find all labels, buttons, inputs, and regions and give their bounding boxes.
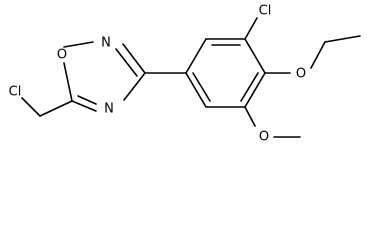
- bond-c3-n4: [123, 72, 146, 101]
- structure-canvas: Cl O N N Cl O O: [9, 4, 361, 145]
- bond-n2-c3-double-a: [122, 43, 146, 74]
- bond-ar6-ar1-inner: [192, 72, 211, 102]
- atom-n-oxadiazole-top: N: [101, 36, 111, 51]
- bond-o-ch2-ethoxy: [310, 41, 326, 69]
- bond-ar1-ar2: [185, 38, 207, 74]
- bond-c5-o1: [63, 62, 73, 102]
- bond-ch2-ch3-ethoxy: [324, 35, 361, 43]
- bond-n4-c5-double-a: [71, 100, 97, 112]
- bond-ar4-ar5-inner: [240, 72, 259, 102]
- bond-cl-ch2: [21, 97, 41, 117]
- bond-n4-c5-double-b: [77, 95, 97, 105]
- atom-o-oxadiazole: O: [57, 48, 67, 63]
- bond-ar3-cl: [244, 17, 258, 40]
- chemical-structure: Cl O N N Cl O O: [9, 4, 361, 145]
- bond-ar6-ar1-double: [185, 72, 207, 108]
- atom-o-ethoxy: O: [296, 67, 306, 82]
- atom-cl-aryl: Cl: [259, 4, 272, 19]
- bond-o1-n2: [63, 41, 94, 48]
- bond-ch2-c5: [39, 100, 73, 117]
- bond-n2-c3-double-b: [115, 48, 138, 77]
- bond-ar3-ar4: [244, 38, 266, 74]
- atom-n-oxadiazole-bottom: N: [104, 102, 114, 117]
- bond-ar5-o-methoxy: [244, 106, 256, 127]
- atom-cl-chloromethyl: Cl: [9, 85, 22, 100]
- atom-o-methoxy: O: [259, 130, 269, 145]
- bond-ar4-ar5-double: [244, 72, 266, 108]
